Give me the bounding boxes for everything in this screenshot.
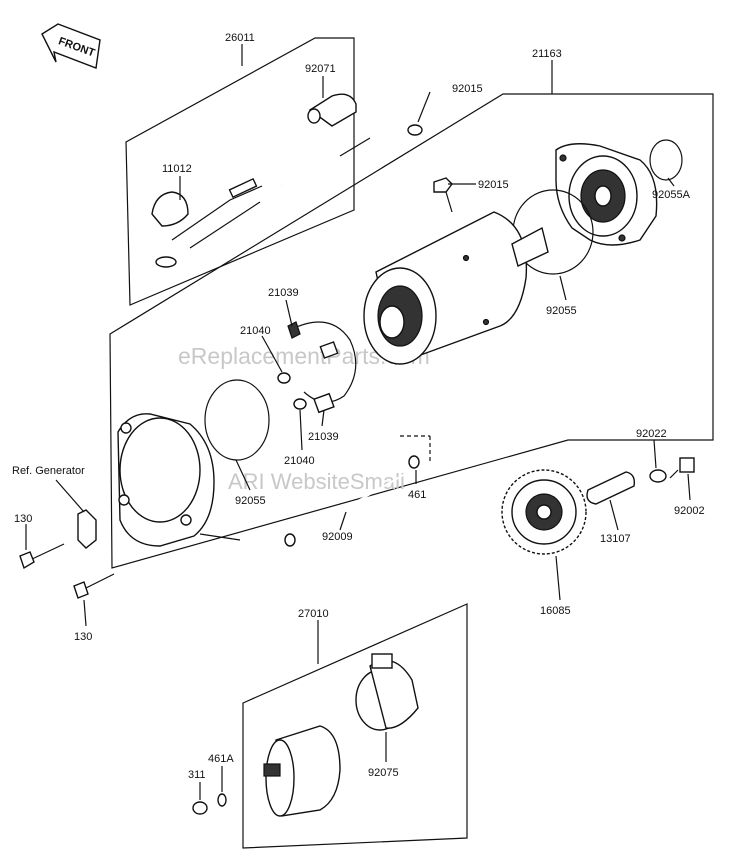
label-92055-left: 92055 xyxy=(235,495,266,507)
label-92055A: 92055A xyxy=(652,189,691,201)
part-13107-shaft xyxy=(586,471,636,505)
label-92022: 92022 xyxy=(636,428,667,440)
label-26011: 26011 xyxy=(225,32,255,44)
label-ref-generator: Ref. Generator xyxy=(12,465,85,477)
label-21040-lower: 21040 xyxy=(284,455,315,467)
part-labels: 26011 92071 11012 21163 92015 92015 9205… xyxy=(12,32,705,781)
label-92055-right: 92055 xyxy=(546,305,577,317)
label-21039-lower: 21039 xyxy=(308,431,339,443)
frame-21163 xyxy=(109,93,714,569)
part-92055A-oring xyxy=(649,139,683,181)
part-92075-cover xyxy=(355,653,419,731)
label-92015-upper: 92015 xyxy=(452,83,483,95)
label-311: 311 xyxy=(188,769,206,781)
part-lead-wire xyxy=(281,137,371,188)
part-11012-terminal-cover xyxy=(151,177,263,268)
watermark-ari: ARI WebsiteSmall xyxy=(228,469,405,494)
label-92009: 92009 xyxy=(322,531,353,543)
label-21040-upper: 21040 xyxy=(240,325,271,337)
part-solenoid xyxy=(263,725,341,817)
frame-27010 xyxy=(242,603,468,849)
part-21040-spring-a xyxy=(277,372,291,384)
label-461: 461 xyxy=(408,489,426,501)
part-21039-brush-holder xyxy=(287,321,357,414)
part-end-cover-right xyxy=(555,143,658,246)
part-311-nut xyxy=(192,801,208,815)
label-21039-upper: 21039 xyxy=(268,287,299,299)
label-92015-lower: 92015 xyxy=(478,179,509,191)
label-130-lower: 130 xyxy=(74,631,92,643)
part-motor-body xyxy=(363,211,549,365)
part-92071-boot xyxy=(307,93,357,127)
ref-generator-bracket xyxy=(77,509,97,549)
label-92071: 92071 xyxy=(305,63,336,75)
label-21163: 21163 xyxy=(532,48,562,60)
part-461A-washer xyxy=(217,793,227,807)
part-92009-bolt xyxy=(284,469,413,547)
part-92015-nut-upper xyxy=(407,124,423,136)
label-92075: 92075 xyxy=(368,767,399,779)
part-130-bolt-b xyxy=(73,573,115,599)
frame-26011 xyxy=(125,37,355,306)
leader-lines xyxy=(25,44,691,800)
front-arrow-icon: FRONT xyxy=(41,23,101,69)
label-27010: 27010 xyxy=(298,608,329,620)
part-92022-washer xyxy=(649,469,667,483)
part-21040-spring-b xyxy=(293,398,307,410)
label-461A: 461A xyxy=(208,753,234,765)
label-13107: 13107 xyxy=(600,533,631,545)
part-92002-bolt xyxy=(669,457,695,479)
part-461-washer xyxy=(408,455,420,469)
part-130-bolt-a xyxy=(19,543,65,570)
part-92015-nut-lower xyxy=(433,177,453,213)
part-16085-gear xyxy=(501,469,587,555)
label-130-upper: 130 xyxy=(14,513,32,525)
label-11012: 11012 xyxy=(162,163,192,175)
label-16085: 16085 xyxy=(540,605,571,617)
label-92002: 92002 xyxy=(674,505,705,517)
part-end-cover-left xyxy=(117,413,241,547)
part-92055-oring-left xyxy=(204,379,270,461)
